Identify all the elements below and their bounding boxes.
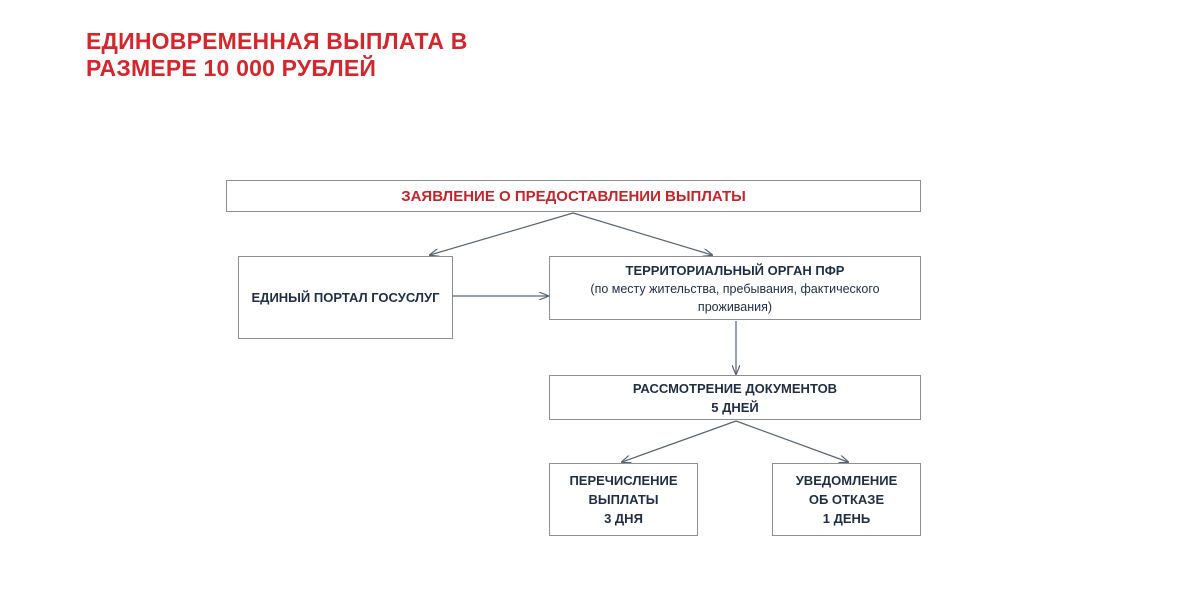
node-portal-label: ЕДИНЫЙ ПОРТАЛ ГОСУСЛУГ bbox=[251, 290, 440, 305]
node-review-label: РАССМОТРЕНИЕ ДОКУМЕНТОВ bbox=[632, 380, 838, 396]
node-pfr-detail-line-1: (по месту жительства, пребывания, фактич… bbox=[590, 281, 880, 296]
node-transfer-label-2: ВЫПЛАТЫ bbox=[588, 492, 659, 507]
node-application-label: ЗАЯВЛЕНИЕ О ПРЕДОСТАВЛЕНИИ ВЫПЛАТЫ bbox=[401, 187, 746, 205]
node-review-duration: 5 ДНЕЙ bbox=[711, 399, 759, 415]
node-payment-transfer: ПЕРЕЧИСЛЕНИЕ ВЫПЛАТЫ 3 ДНЯ bbox=[549, 463, 698, 536]
node-pfr-title: ТЕРРИТОРИАЛЬНЫЙ ОРГАН ПФР bbox=[625, 262, 845, 278]
node-document-review: РАССМОТРЕНИЕ ДОКУМЕНТОВ 5 ДНЕЙ bbox=[549, 375, 921, 420]
node-refusal-label-2: ОБ ОТКАЗЕ bbox=[808, 492, 885, 507]
node-transfer-duration: 3 ДНЯ bbox=[604, 511, 643, 526]
node-transfer-label-1: ПЕРЕЧИСЛЕНИЕ bbox=[569, 473, 678, 488]
page-title-line-2: РАЗМЕРЕ 10 000 РУБЛЕЙ bbox=[86, 55, 377, 81]
node-refusal-label-1: УВЕДОМЛЕНИЕ bbox=[795, 473, 898, 488]
edge-review-to-transfer bbox=[622, 420, 737, 462]
node-refusal-notice: УВЕДОМЛЕНИЕ ОБ ОТКАЗЕ 1 ДЕНЬ bbox=[772, 463, 921, 536]
node-application: ЗАЯВЛЕНИЕ О ПРЕДОСТАВЛЕНИИ ВЫПЛАТЫ bbox=[226, 180, 921, 212]
node-gosuslugi-portal: ЕДИНЫЙ ПОРТАЛ ГОСУСЛУГ bbox=[238, 256, 453, 339]
edge-review-to-refusal bbox=[735, 420, 848, 462]
node-refusal-duration: 1 ДЕНЬ bbox=[822, 511, 871, 526]
page-title-line-1: ЕДИНОВРЕМЕННАЯ ВЫПЛАТА В bbox=[86, 28, 468, 54]
edge-application-to-pfr bbox=[572, 212, 712, 255]
page-title: ЕДИНОВРЕМЕННАЯ ВЫПЛАТА В РАЗМЕРЕ 10 000 … bbox=[86, 28, 468, 82]
node-territorial-pfr: ТЕРРИТОРИАЛЬНЫЙ ОРГАН ПФР (по месту жите… bbox=[549, 256, 921, 320]
node-pfr-detail-line-2: проживания) bbox=[697, 299, 773, 314]
edge-application-to-portal bbox=[430, 212, 574, 255]
